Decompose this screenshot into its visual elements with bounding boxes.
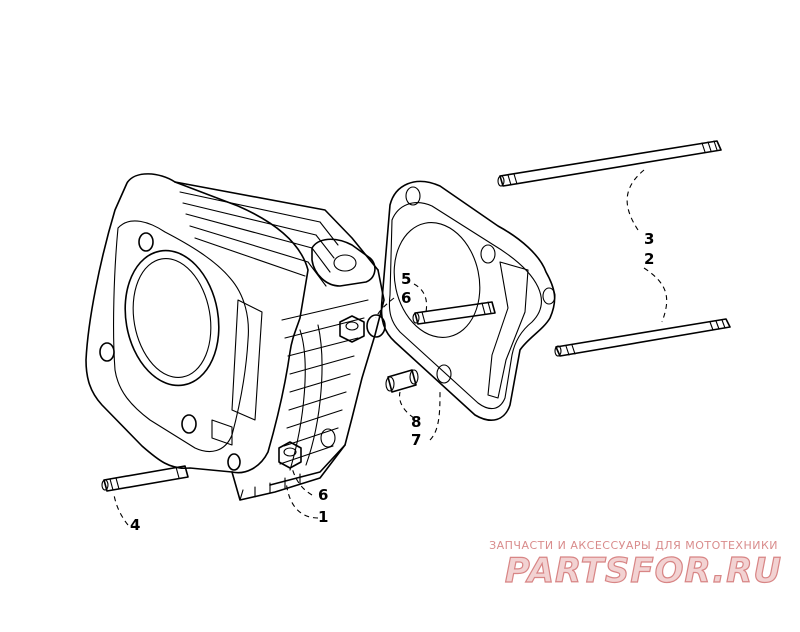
watermark-brand: PARTSFOR.RU: [505, 551, 782, 591]
callout-6-upper: 6: [401, 289, 411, 307]
watermark: ЗАПЧАСТИ И АКСЕССУАРЫ ДЛЯ МОТОТЕХНИКИ PA…: [489, 539, 782, 592]
cylinder-gasket: [380, 180, 556, 421]
short-stud: [412, 301, 496, 325]
callout-7: 7: [411, 431, 421, 449]
callout-8: 8: [411, 413, 421, 431]
stud-bottom-left: [101, 465, 189, 492]
callout-1: 1: [318, 508, 328, 526]
callout-5: 5: [401, 270, 411, 288]
leader-lines: [113, 169, 668, 526]
callout-3: 3: [644, 230, 654, 248]
long-stud-upper: [497, 140, 722, 187]
watermark-tagline: ЗАПЧАСТИ И АКСЕССУАРЫ ДЛЯ МОТОТЕХНИКИ: [489, 539, 778, 552]
flange-nut-upper: [339, 315, 365, 343]
flange-nut-lower: [278, 441, 302, 469]
callout-6-lower: 6: [318, 486, 328, 504]
long-stud-lower: [554, 318, 731, 357]
dowel-pin: [385, 369, 419, 393]
cylinder-block: [85, 173, 386, 501]
callout-4: 4: [130, 516, 140, 534]
callout-2: 2: [644, 250, 654, 268]
